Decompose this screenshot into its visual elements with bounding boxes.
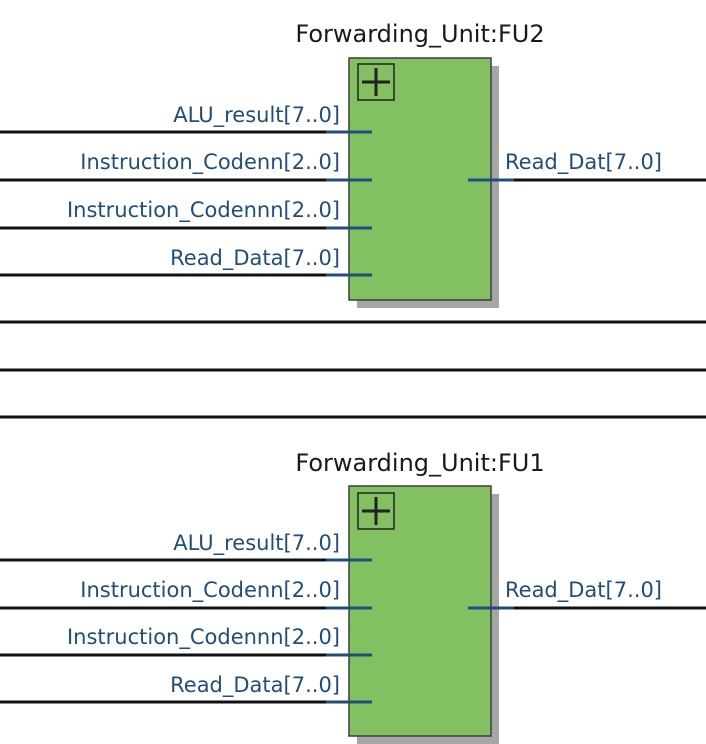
output-port-label: Read_Dat[7..0] <box>505 578 662 603</box>
input-port-label: Instruction_Codennn[2..0] <box>67 198 340 223</box>
input-port-label: Instruction_Codenn[2..0] <box>80 578 340 603</box>
unit-title: Forwarding_Unit:FU1 <box>295 449 544 477</box>
output-port-label: Read_Dat[7..0] <box>505 150 662 175</box>
forwarding-unit-fu1[interactable]: Forwarding_Unit:FU1 ALU_result[7..0] Ins… <box>0 449 706 744</box>
input-port-label: ALU_result[7..0] <box>173 531 340 556</box>
expand-icon[interactable] <box>357 492 395 530</box>
input-port-label: Read_Data[7..0] <box>170 673 340 698</box>
input-port-label: Instruction_Codennn[2..0] <box>67 625 340 650</box>
input-port-label: Read_Data[7..0] <box>170 246 340 271</box>
input-port-label: Instruction_Codenn[2..0] <box>80 150 340 175</box>
unit-title: Forwarding_Unit:FU2 <box>295 20 544 48</box>
forwarding-unit-fu2[interactable]: Forwarding_Unit:FU2 ALU_result[7..0] Ins… <box>0 20 706 308</box>
expand-icon[interactable] <box>357 63 395 101</box>
input-port-label: ALU_result[7..0] <box>173 103 340 128</box>
